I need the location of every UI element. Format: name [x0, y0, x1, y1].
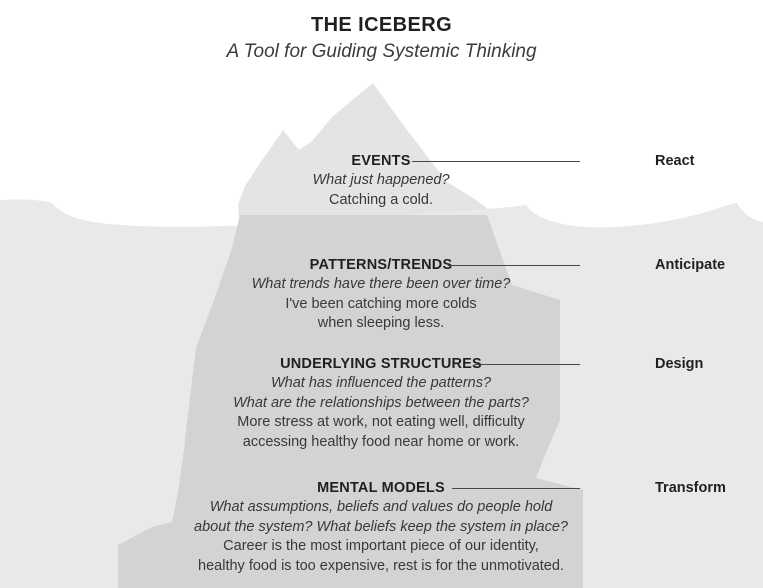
- layer-answer: Catching a cold.: [329, 191, 433, 208]
- connector-line-events: [412, 161, 580, 162]
- layer-answer: I've been catching more colds: [285, 295, 477, 312]
- action-label-transform: Transform: [655, 480, 726, 496]
- layer-question: What just happened?: [312, 172, 450, 188]
- layer-heading-events: EVENTS: [351, 153, 411, 169]
- action-label-react: React: [655, 153, 695, 169]
- layer-answer: accessing healthy food near home or work…: [242, 434, 520, 451]
- layer-body-mental-models: What assumptions, beliefs and values do …: [101, 498, 661, 577]
- connector-line-patterns-trends: [448, 265, 580, 266]
- layer-question: about the system? What beliefs keep the …: [194, 518, 568, 535]
- layer-heading-mental-models: MENTAL MODELS: [317, 480, 445, 496]
- layer-body-events: What just happened? Catching a cold.: [101, 171, 661, 210]
- layer-answer: healthy food is too expensive, rest is f…: [198, 558, 564, 575]
- title-subtitle: A Tool for Guiding Systemic Thinking: [226, 41, 537, 62]
- layer-answer: Career is the most important piece of ou…: [223, 538, 539, 555]
- layer-body-patterns-trends: What trends have there been over time? I…: [101, 275, 661, 334]
- layer-heading-underlying-structures: UNDERLYING STRUCTURES: [280, 356, 482, 372]
- connector-line-mental-models: [452, 488, 580, 489]
- connector-line-underlying-structures: [474, 364, 580, 365]
- layer-question: What are the relationships between the p…: [233, 394, 529, 411]
- iceberg-above-water: [238, 83, 487, 232]
- iceberg-below-water: [118, 215, 583, 588]
- layer-question: What assumptions, beliefs and values do …: [209, 499, 553, 515]
- title-main: THE ICEBERG: [310, 14, 453, 36]
- layer-answer: when sleeping less.: [317, 315, 445, 332]
- action-label-design: Design: [655, 356, 704, 372]
- layer-question: What trends have there been over time?: [251, 276, 511, 292]
- page-title: THE ICEBERG A Tool for Guiding Systemic …: [0, 14, 763, 64]
- layer-answer: More stress at work, not eating well, di…: [237, 414, 525, 431]
- action-label-anticipate: Anticipate: [655, 257, 726, 273]
- layer-body-underlying-structures: What has influenced the patterns? What a…: [101, 374, 661, 453]
- layer-heading-patterns-trends: PATTERNS/TRENDS: [309, 257, 453, 273]
- layer-question: What has influenced the patterns?: [270, 375, 492, 391]
